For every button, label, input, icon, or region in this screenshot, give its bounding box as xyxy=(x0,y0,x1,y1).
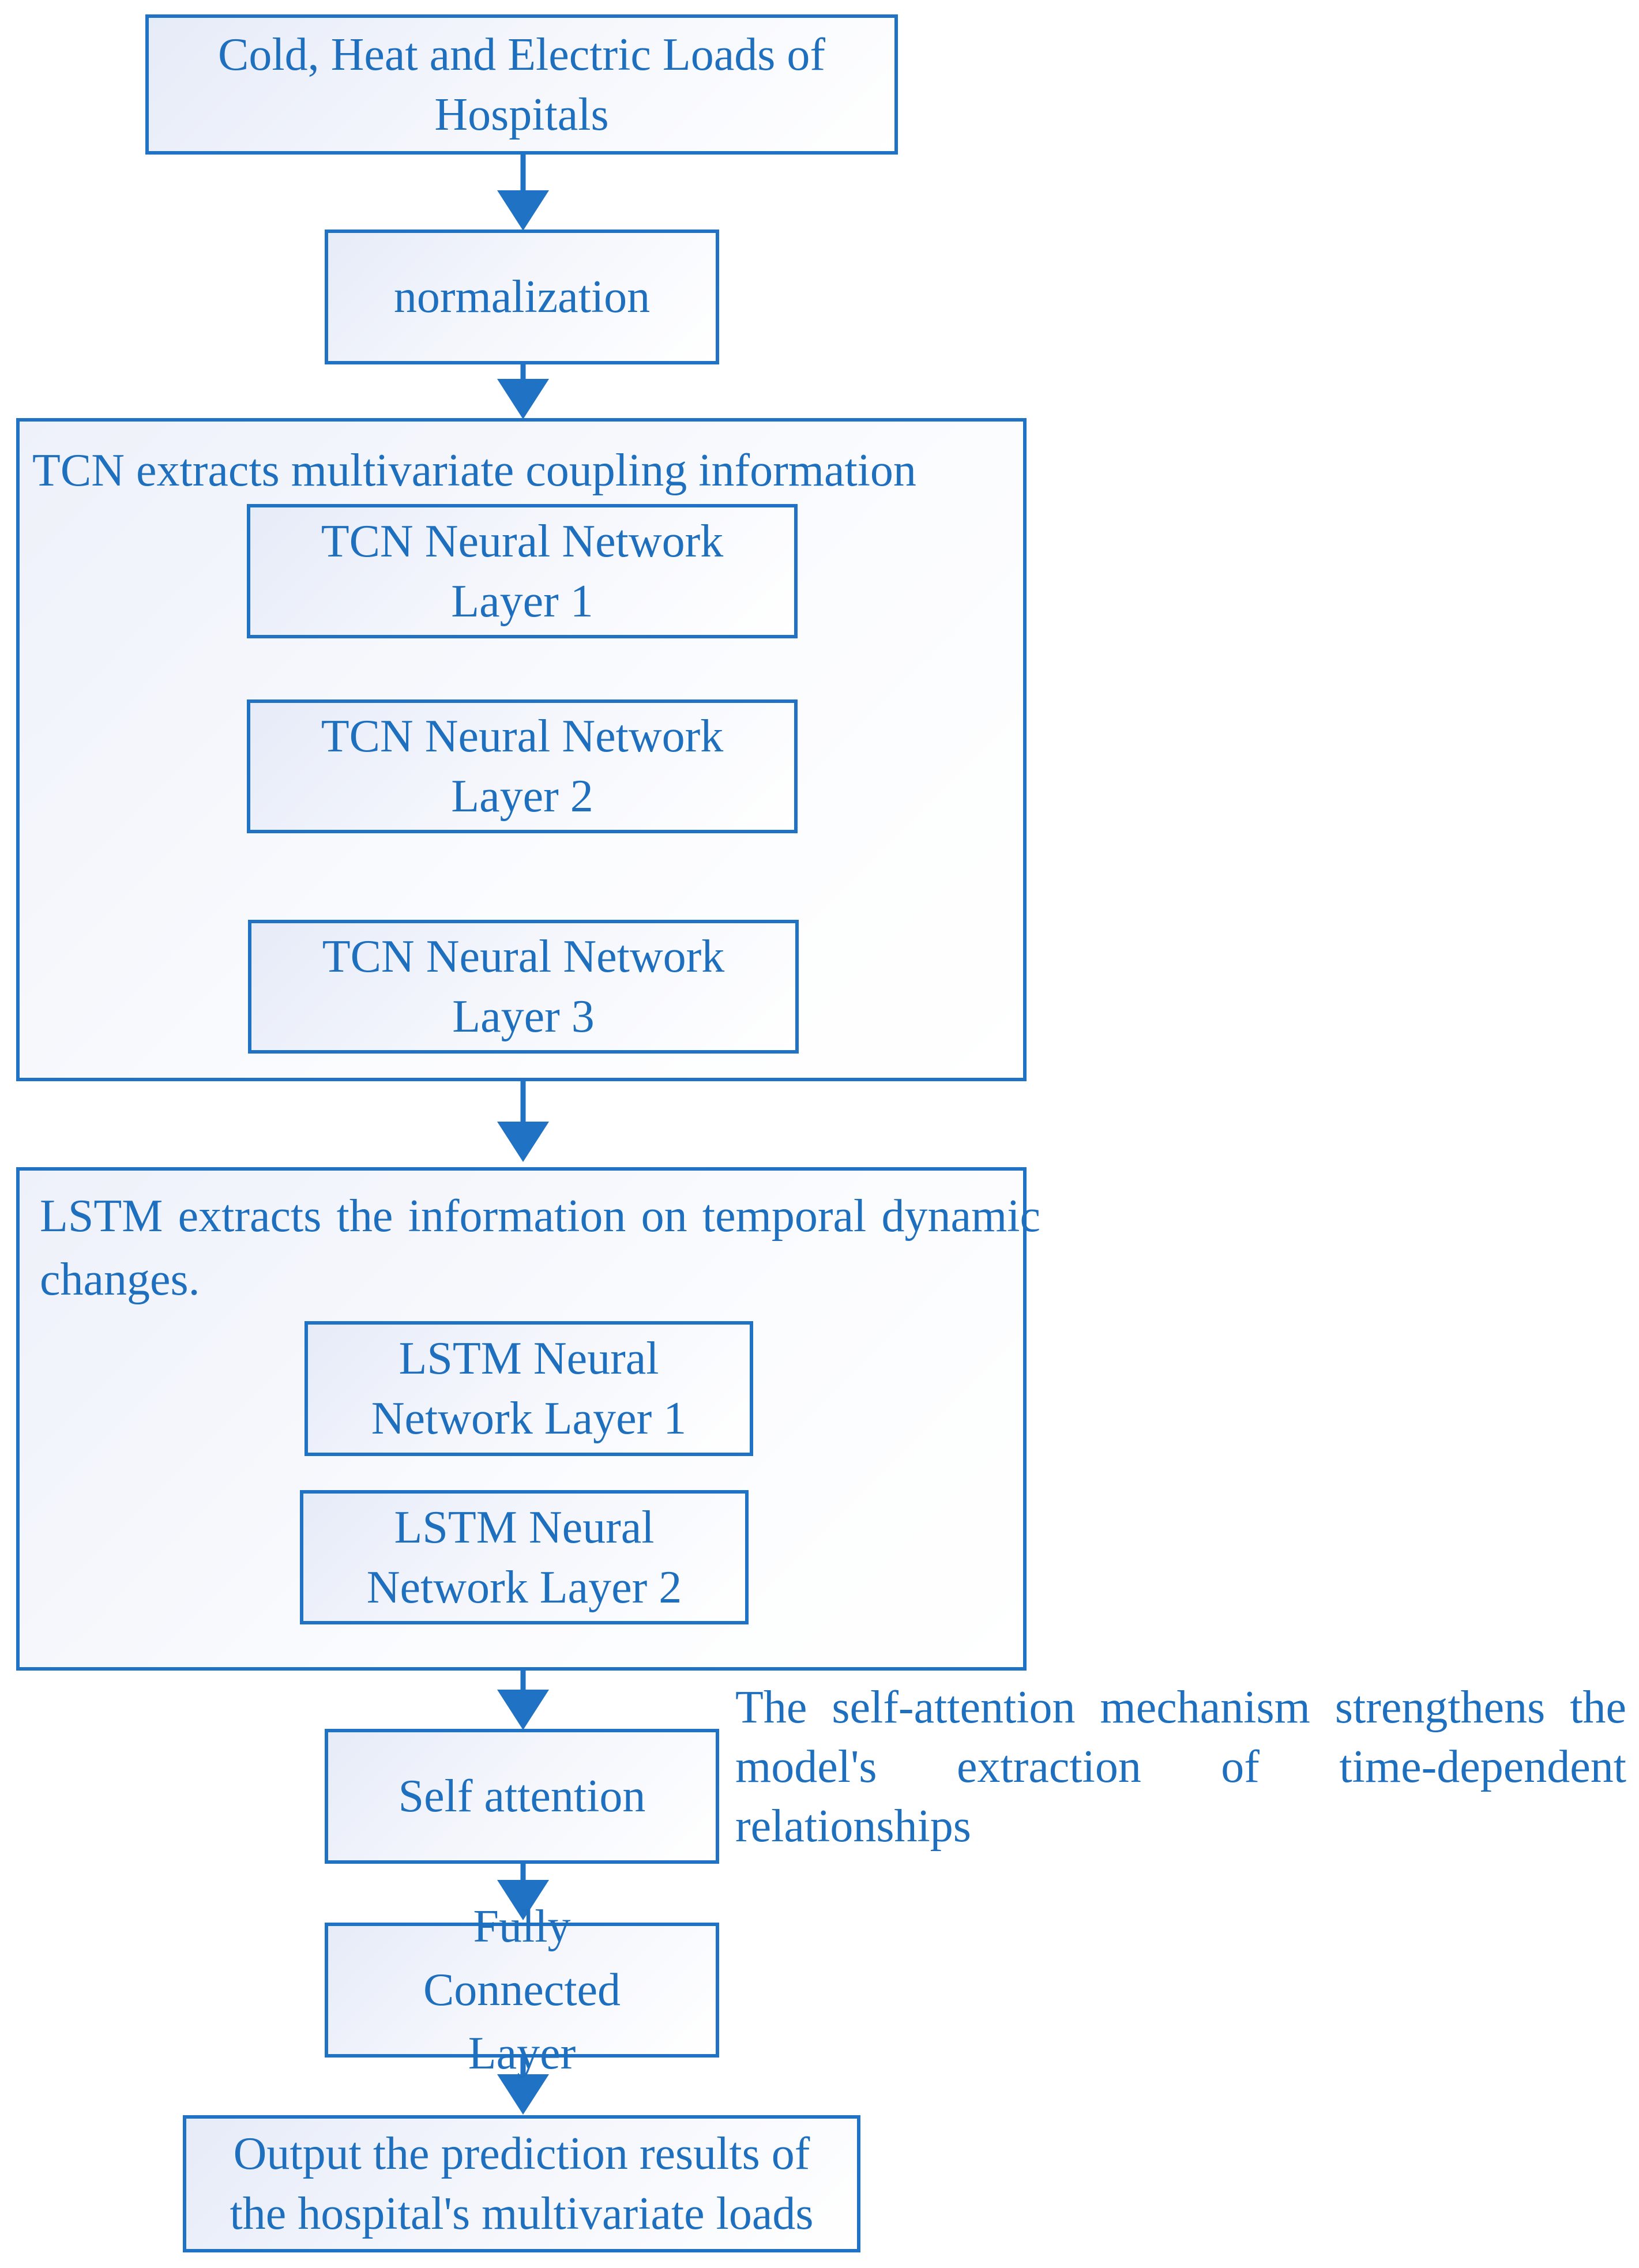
tcn-layer-1-label: TCN Neural Network Layer 1 xyxy=(321,516,724,627)
arrow-fully-connected-to-output xyxy=(497,2058,549,2115)
tcn-layer-2: TCN Neural Network Layer 2 xyxy=(247,699,798,833)
normalization-label: normalization xyxy=(393,272,651,322)
lstm-layer-1: LSTM Neural Network Layer 1 xyxy=(305,1321,753,1456)
self-attention-label: Self attention xyxy=(398,1771,646,1822)
normalization-node: normalization xyxy=(325,230,719,364)
lstm-layer-2: LSTM Neural Network Layer 2 xyxy=(300,1490,749,1624)
arrow-self-attention-to-fully-connected xyxy=(497,1864,549,1920)
tcn-layer-3: TCN Neural Network Layer 3 xyxy=(248,920,799,1054)
self-attention-node: Self attention xyxy=(325,1729,719,1864)
input-node-label: Cold, Heat and Electric Loads of Hospita… xyxy=(218,29,825,140)
input-node: Cold, Heat and Electric Loads of Hospita… xyxy=(145,14,898,155)
tcn-layer-2-label: TCN Neural Network Layer 2 xyxy=(321,711,724,822)
output-node-label: Output the prediction results of the hos… xyxy=(230,2128,814,2239)
tcn-group-title: TCN extracts multivariate coupling infor… xyxy=(32,445,916,496)
fully-connected-label: Fully Connected Layer xyxy=(423,1901,621,2079)
arrow-normalization-to-tcn xyxy=(497,364,549,419)
tcn-layer-3-label: TCN Neural Network Layer 3 xyxy=(322,931,725,1042)
arrow-tcn-to-lstm xyxy=(497,1081,549,1162)
lstm-group-title: LSTM extracts the information on tempora… xyxy=(40,1191,1040,1305)
arrow-lstm-to-self-attention xyxy=(497,1671,549,1730)
tcn-layer-1: TCN Neural Network Layer 1 xyxy=(247,504,798,638)
lstm-layer-1-label: LSTM Neural Network Layer 1 xyxy=(371,1333,687,1444)
self-attention-note: The self-attention mechanism strengthens… xyxy=(735,1682,1626,1852)
arrow-input-to-normalization xyxy=(497,155,549,231)
output-node: Output the prediction results of the hos… xyxy=(183,2115,860,2252)
lstm-layer-2-label: LSTM Neural Network Layer 2 xyxy=(366,1502,682,1613)
fully-connected-node: Fully Connected Layer xyxy=(325,1901,719,2079)
